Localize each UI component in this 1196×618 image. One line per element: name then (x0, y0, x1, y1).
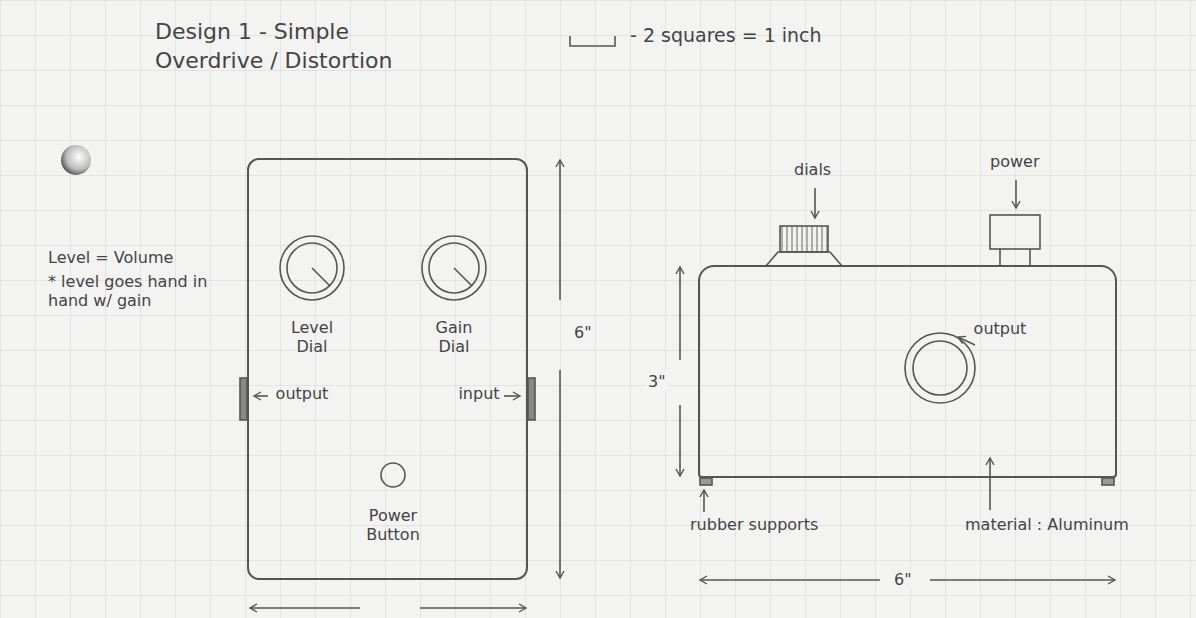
dimension-label: 6" (572, 323, 594, 342)
jack-label: input (449, 384, 509, 403)
pencil-lines (61, 36, 1115, 608)
dimension-label: 6" (892, 570, 914, 589)
jack-label: output (267, 384, 337, 403)
callout-label: rubber supports (690, 515, 818, 534)
scale-note: - 2 squares = 1 inch (630, 24, 822, 47)
pedal-top-view: Level Dial Gain Dial output inputPower Butt… (247, 158, 528, 580)
jack-label: output (960, 319, 1040, 338)
note-text: Level = Volume (48, 248, 173, 267)
dial-label: Gain Dial (419, 318, 489, 356)
sheet-title: Design 1 - Simple Overdrive / Distortion (155, 18, 430, 75)
callout-label: material : Aluminum (965, 515, 1129, 534)
callout-label: dials (794, 160, 831, 179)
button-label: Power Button (353, 506, 433, 544)
dimension-label: 3" (646, 372, 668, 391)
callout-label: power (990, 152, 1039, 171)
note-text: * level goes hand in hand w/ gain (48, 272, 233, 310)
pedal-side-view: output (698, 265, 1117, 478)
dial-label: Level Dial (277, 318, 347, 356)
